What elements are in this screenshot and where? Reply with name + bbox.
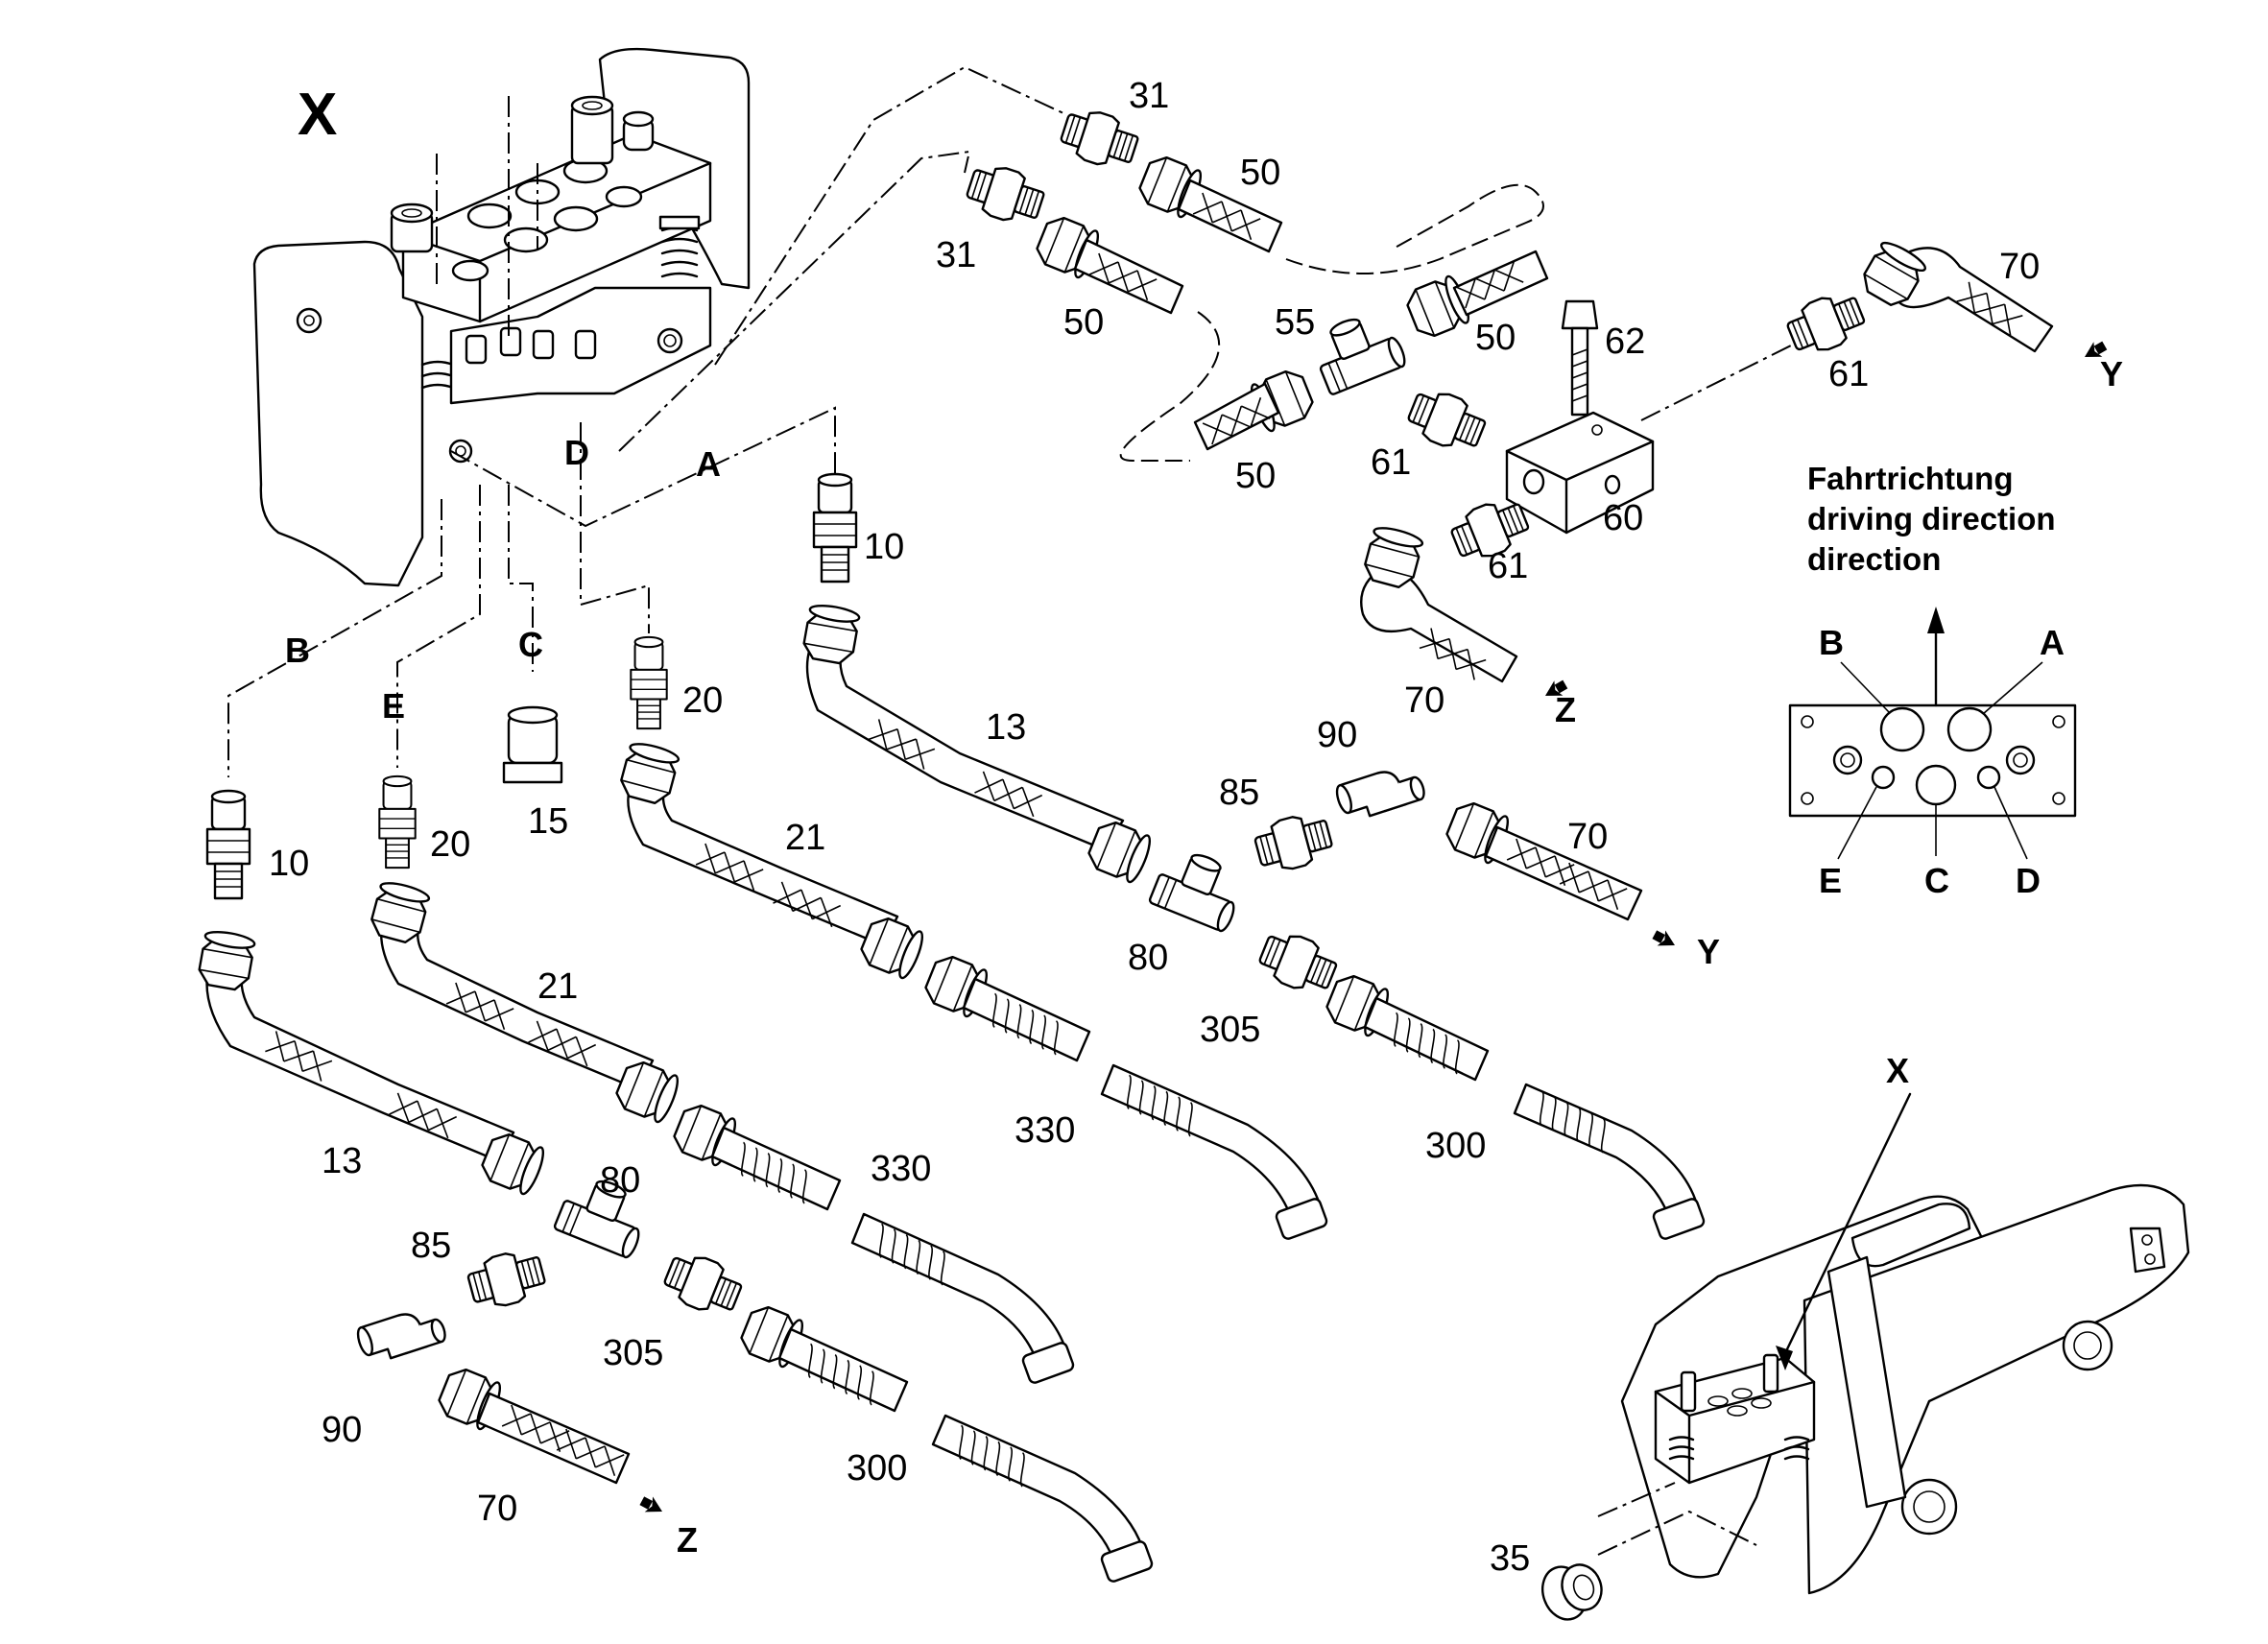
- x-pointer-arrow: [1776, 1092, 1912, 1370]
- hose-50-middle: [1031, 211, 1184, 315]
- hose-70-middle: [1360, 523, 1570, 703]
- callout-330-right: 330: [1015, 1110, 1075, 1151]
- callout-61-lower: 61: [1488, 546, 1528, 586]
- flow-marker-z1: Z: [1555, 690, 1576, 729]
- fitting-20-left: [378, 774, 417, 870]
- adapter-305-left: [658, 1246, 748, 1322]
- adapter-85-left: [464, 1244, 550, 1315]
- port-label-c: C: [518, 625, 543, 664]
- callout-13-right: 13: [986, 707, 1026, 748]
- callout-13-left: 13: [322, 1141, 362, 1181]
- elbow-90-left: [353, 1301, 449, 1368]
- hose-70-top-right: [1856, 237, 2110, 365]
- callout-20-left: 20: [430, 824, 470, 865]
- callout-85-left: 85: [411, 1226, 451, 1266]
- fitting-61-upper: [1402, 382, 1492, 459]
- tee-55: [1305, 304, 1409, 397]
- port-label-e: E: [382, 686, 405, 726]
- hose-13-left: [196, 927, 549, 1198]
- loader-frame-illustration: [1620, 1183, 2190, 1595]
- hose-21-right: [616, 739, 928, 982]
- hose-300-right: [1321, 969, 1706, 1240]
- callout-55: 55: [1275, 302, 1315, 343]
- legend-port-b: B: [1819, 623, 1844, 662]
- tee-80-right: [1147, 842, 1251, 935]
- callout-35: 35: [1490, 1538, 1530, 1579]
- callout-10-right: 10: [864, 527, 904, 567]
- direction-legend: [1788, 607, 2077, 860]
- legend-port-d: D: [2016, 861, 2041, 900]
- callout-21-left: 21: [537, 966, 578, 1007]
- legend-title-line2: driving direction: [1807, 501, 2056, 536]
- hose-50-upper: [1134, 151, 1283, 253]
- hose-70-right: [1441, 797, 1680, 953]
- callout-305-left: 305: [603, 1333, 663, 1373]
- plug-35: [1541, 1482, 1757, 1621]
- callout-50-upper: 50: [1240, 153, 1280, 193]
- legend-port-a: A: [2040, 623, 2065, 662]
- callout-50-right: 50: [1475, 318, 1516, 358]
- hose-21-left: [367, 878, 683, 1126]
- port-label-a: A: [696, 444, 721, 484]
- callout-31-upper: 31: [1129, 76, 1169, 116]
- block-60: [1505, 411, 1655, 535]
- callout-90-left: 90: [322, 1410, 362, 1450]
- flow-marker-y2: Y: [1697, 932, 1720, 971]
- callout-50-middle: 50: [1063, 302, 1104, 343]
- callout-330-left: 330: [871, 1149, 931, 1189]
- callout-60: 60: [1603, 498, 1643, 538]
- hose-50-right: [1401, 250, 1549, 343]
- callout-85-right: 85: [1219, 773, 1259, 813]
- view-label-x-top: X: [298, 82, 337, 148]
- valve-block-illustration: [252, 47, 751, 587]
- callout-61-upper: 61: [1371, 442, 1411, 483]
- legend-title-line1: Fahrtrichtung: [1807, 461, 2013, 496]
- callout-62: 62: [1605, 322, 1645, 362]
- cap-15: [502, 705, 563, 784]
- callout-70-middle: 70: [1404, 680, 1444, 721]
- port-label-d: D: [564, 433, 589, 472]
- callout-31-lower: 31: [936, 235, 976, 275]
- legend-title-line3: direction: [1807, 541, 1941, 577]
- callout-10-left: 10: [269, 844, 309, 884]
- elbow-90-right: [1332, 759, 1428, 825]
- adapter-305-right: [1253, 924, 1343, 1001]
- flow-marker-z2: Z: [677, 1520, 698, 1560]
- adapter-85-right: [1251, 807, 1337, 878]
- fitting-10-left: [205, 789, 251, 900]
- port-label-b: B: [285, 631, 310, 670]
- hose-70-left: [433, 1363, 667, 1519]
- hose-300-left: [735, 1300, 1154, 1583]
- fitting-20-right: [630, 635, 668, 730]
- callout-70-right: 70: [1567, 817, 1608, 857]
- callout-15: 15: [528, 801, 568, 842]
- bolt-62: [1561, 299, 1599, 417]
- direction-arrow-icon: [1927, 607, 1945, 633]
- view-label-x-bottom: X: [1886, 1051, 1909, 1090]
- hose-13-right: [800, 601, 1156, 886]
- callout-20-right: 20: [682, 680, 723, 721]
- flow-marker-y1: Y: [2100, 354, 2123, 393]
- callout-80-right: 80: [1128, 938, 1168, 978]
- legend-port-e: E: [1819, 861, 1842, 900]
- callout-21-right: 21: [785, 818, 825, 858]
- callout-305-right: 305: [1200, 1010, 1260, 1050]
- fitting-31-lower: [962, 157, 1049, 231]
- callout-50-left: 50: [1235, 456, 1276, 496]
- callout-300-right: 300: [1425, 1126, 1486, 1166]
- callout-300-left: 300: [847, 1448, 907, 1489]
- hose-330-left: [668, 1099, 1075, 1384]
- hose-50-left: [1193, 365, 1319, 451]
- port-leader-lines: [227, 65, 1796, 777]
- fitting-10-right: [812, 472, 858, 584]
- legend-port-c: C: [1924, 861, 1949, 900]
- fitting-61-right: [1781, 285, 1871, 362]
- callout-61-right: 61: [1828, 354, 1869, 394]
- callout-80-left: 80: [600, 1160, 640, 1201]
- callout-70-left: 70: [477, 1489, 517, 1529]
- hose-330-right: [919, 950, 1328, 1240]
- callout-90-right: 90: [1317, 715, 1357, 755]
- callout-70-top-right: 70: [1999, 247, 2040, 287]
